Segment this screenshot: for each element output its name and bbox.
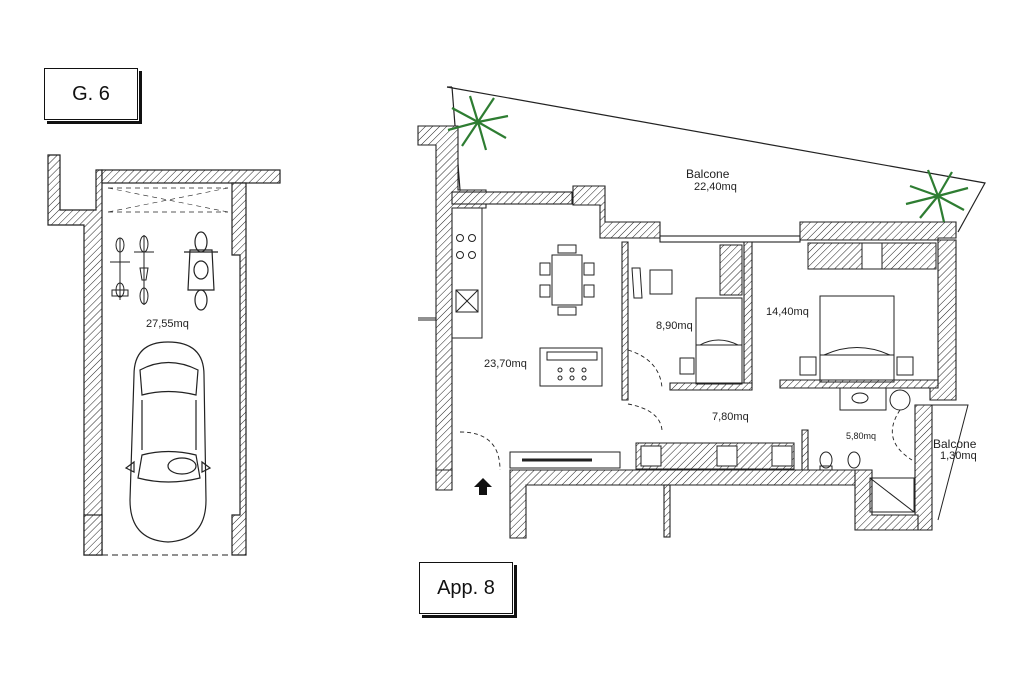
bedroom-small-area-label: 8,90mq <box>656 320 693 332</box>
motorcycle-icon <box>184 231 218 311</box>
garage-plan <box>47 154 281 556</box>
garage-tag: G. 6 <box>44 68 142 124</box>
balcone-main-area: 22,40mq <box>694 181 737 193</box>
balcone-main-label: Balcone <box>686 167 730 181</box>
stove-icon <box>456 234 476 259</box>
corridor-area-label: 7,80mq <box>712 411 749 423</box>
garage-wall-left <box>47 154 103 556</box>
car-icon <box>124 341 212 543</box>
kitchen-counter <box>451 207 483 339</box>
dining-table-icon <box>539 244 595 316</box>
desk-icon <box>631 244 743 299</box>
balcone-side-label: Balcone <box>933 437 977 451</box>
bathroom-area-label: 5,80mq <box>846 431 877 441</box>
double-bed-icon <box>799 295 914 383</box>
plant-icon-2 <box>905 169 969 223</box>
garage-wall-top <box>101 169 281 184</box>
living-area-label: 23,70mq <box>484 358 527 370</box>
wardrobe-top <box>807 242 937 270</box>
single-bed-icon <box>679 297 743 385</box>
bicycle-icon-2 <box>134 235 154 305</box>
sofa-icon <box>539 347 603 387</box>
entrance-arrow-icon <box>474 478 492 495</box>
bedroom-large-area-label: 14,40mq <box>766 306 809 318</box>
balcone-side-area: 1,30mq <box>940 450 977 462</box>
apartment-tag: App. 8 <box>419 562 517 618</box>
wardrobe-corridor <box>635 442 795 470</box>
bathroom-fixtures <box>819 387 915 513</box>
balcony-main <box>446 86 986 233</box>
bicycle-icon <box>110 237 130 300</box>
tv-unit <box>509 451 621 469</box>
garage-wall-right <box>231 182 247 556</box>
apartment-walls <box>417 125 957 539</box>
plant-icon <box>447 95 509 151</box>
door-swings <box>459 349 913 471</box>
garage-area-label: 27,55mq <box>146 318 189 330</box>
